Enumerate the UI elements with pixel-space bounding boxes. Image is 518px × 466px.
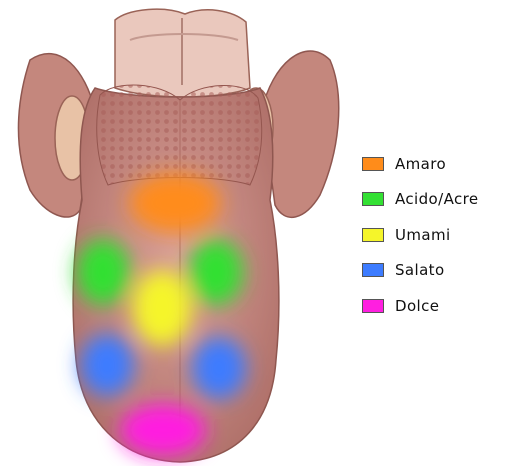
sweet-zone bbox=[120, 404, 206, 456]
legend-swatch-bitter bbox=[362, 157, 384, 171]
legend-item-sour: Acido/Acre bbox=[362, 182, 516, 218]
legend-swatch-sour bbox=[362, 192, 384, 206]
bitter-zone bbox=[129, 173, 221, 233]
legend-label-sweet: Dolce bbox=[395, 297, 439, 315]
legend-label-salty: Salato bbox=[395, 261, 445, 279]
tongue-diagram bbox=[0, 0, 360, 466]
legend-item-bitter: Amaro bbox=[362, 146, 516, 182]
legend-item-sweet: Dolce bbox=[362, 288, 516, 324]
salty-zone-left bbox=[80, 334, 134, 396]
sour-zone-left bbox=[76, 239, 130, 305]
lingual-tonsil-papillae bbox=[97, 85, 262, 185]
taste-legend: AmaroAcido/AcreUmamiSalatoDolce bbox=[362, 146, 516, 324]
umami-zone bbox=[132, 270, 192, 346]
legend-item-umami: Umami bbox=[362, 217, 516, 253]
legend-label-umami: Umami bbox=[395, 226, 451, 244]
legend-swatch-salty bbox=[362, 263, 384, 277]
legend-item-salty: Salato bbox=[362, 253, 516, 289]
legend-label-sour: Acido/Acre bbox=[395, 190, 478, 208]
salty-zone-right bbox=[192, 337, 246, 399]
legend-label-bitter: Amaro bbox=[395, 155, 446, 173]
legend-swatch-sweet bbox=[362, 299, 384, 313]
sour-zone-right bbox=[189, 239, 243, 305]
legend-swatch-umami bbox=[362, 228, 384, 242]
